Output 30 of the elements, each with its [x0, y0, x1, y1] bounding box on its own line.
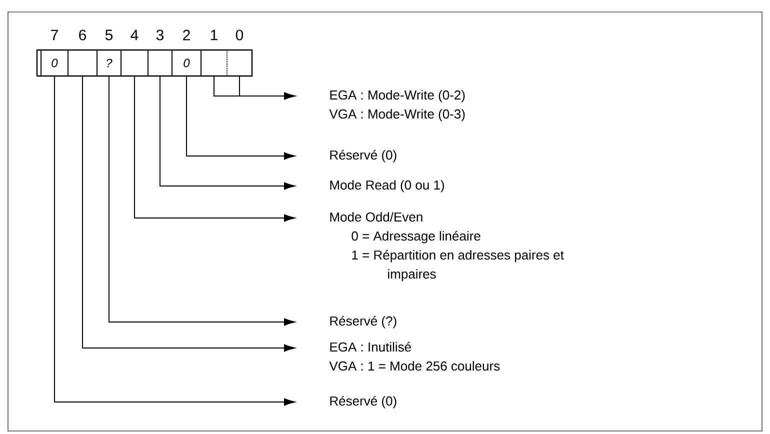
register-cell	[120, 50, 148, 76]
register-cell	[226, 50, 252, 76]
bit-number: 1	[210, 30, 218, 40]
register-cell	[200, 50, 228, 76]
description-text: EGA : Inutilisé VGA : 1 = Mode 256 couleurs	[329, 342, 500, 371]
bit-number: 0	[236, 30, 244, 40]
description-text: Mode Odd/Even 0 = Adressage linéaire 1 = Répartition en adresses paires et impaires	[330, 212, 564, 282]
register-cell: 0	[172, 50, 202, 76]
arrow	[108, 76, 296, 326]
arrow	[239, 76, 296, 100]
bit-number: 3	[156, 30, 164, 40]
description-text: EGA : Mode-Write (0-2) VGA : Mode-Write (0-3)	[329, 90, 465, 122]
arrow	[186, 76, 296, 160]
bit-number: 2	[183, 30, 190, 40]
description-text: Réservé (?)	[330, 316, 396, 328]
description-text: Réservé (0)	[330, 396, 396, 408]
arrow	[134, 76, 296, 222]
register-cell: ?	[96, 50, 122, 76]
register-cell	[148, 50, 172, 76]
register-cell: 0	[40, 50, 68, 76]
bit-number: 7	[51, 30, 58, 40]
bit-number: 4	[130, 30, 138, 40]
register-cell	[68, 50, 98, 76]
bit-number: 5	[105, 30, 113, 40]
arrow	[82, 76, 296, 352]
arrow	[54, 76, 296, 406]
description-text: Mode Read (0 ou 1)	[330, 180, 444, 192]
description-text: Réservé (0)	[330, 150, 396, 162]
bit-number: 6	[79, 30, 86, 40]
arrow	[160, 76, 296, 190]
